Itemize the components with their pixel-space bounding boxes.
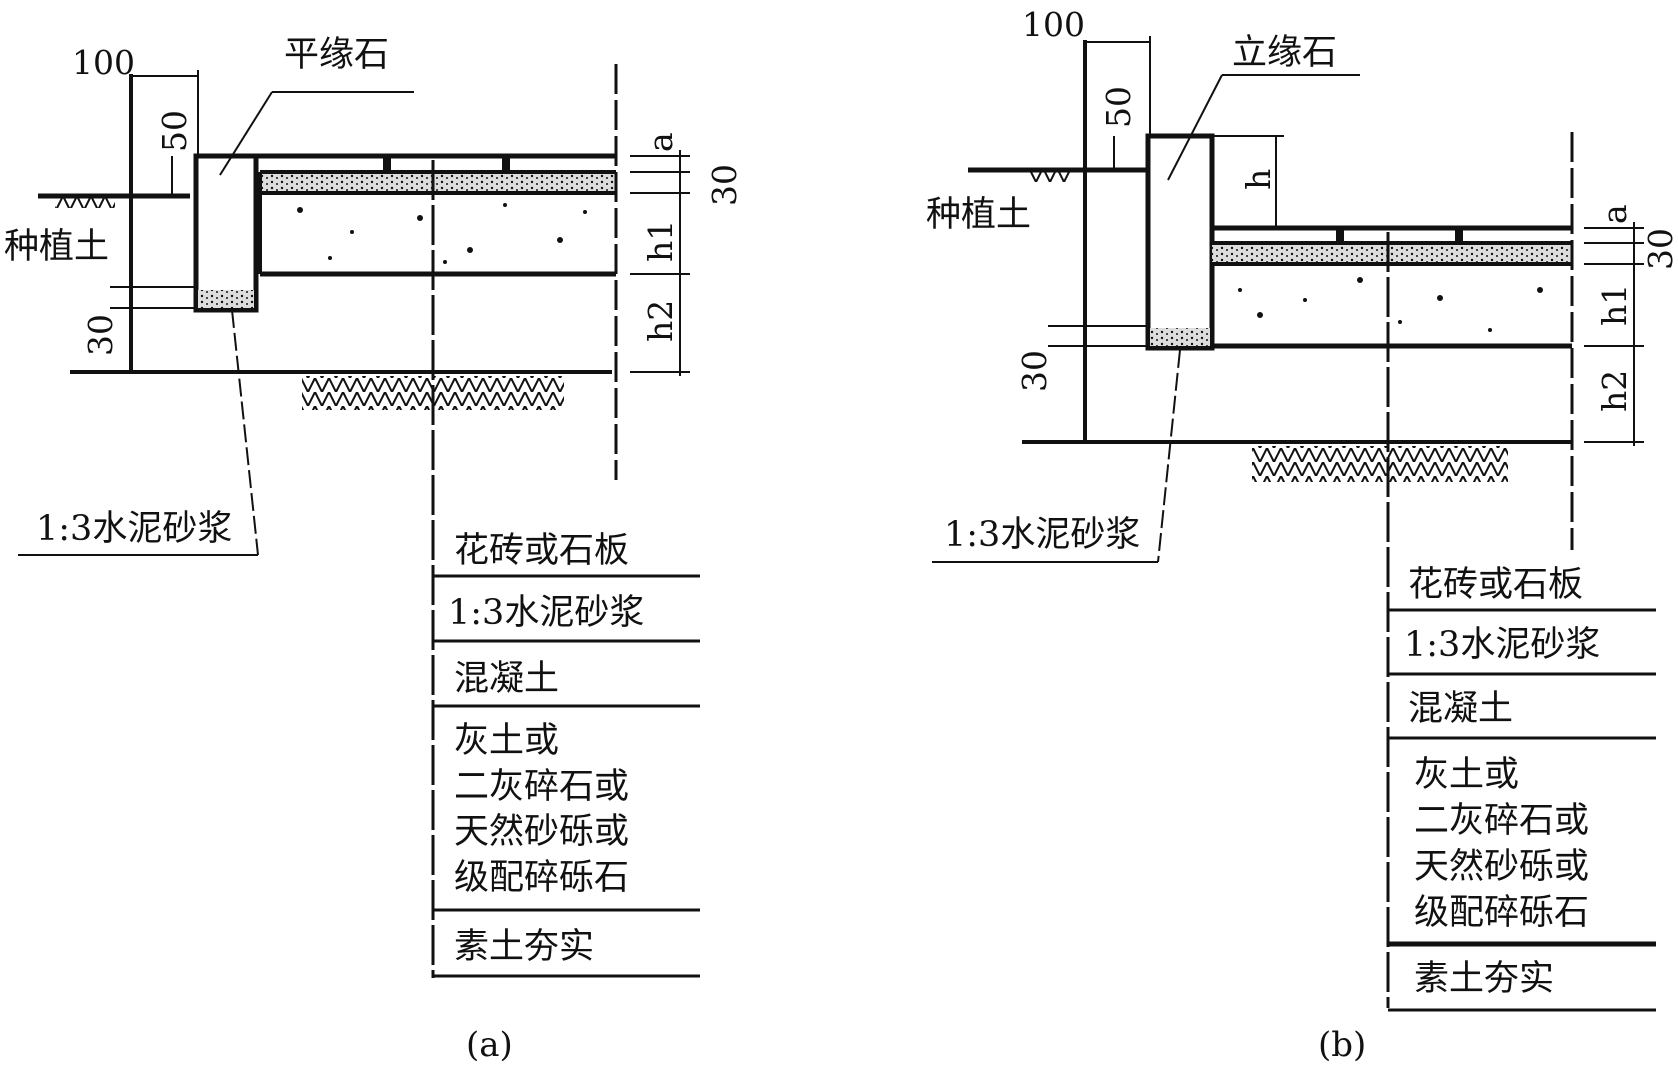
curb-label: 立缘石 (1232, 33, 1337, 73)
dim-h-label: h (1239, 169, 1278, 190)
layer-7: 素土夯实 (454, 927, 594, 967)
layer-4: 二灰碎石或 (454, 767, 629, 807)
curb-label-leader (1167, 74, 1223, 181)
caption-b: (b) (1318, 1025, 1366, 1065)
curb-label: 平缘石 (284, 35, 389, 75)
mortar-label: 1:3水泥砂浆 (36, 509, 232, 549)
dim-30-left-label: 30 (1015, 350, 1054, 392)
layer-1: 1:3水泥砂浆 (1404, 625, 1600, 665)
concrete-aggregate (297, 203, 587, 264)
mortar-layer (1212, 245, 1572, 263)
panel-a: 100 50 30 a 30 h1 h2 平缘石 种植土 1:3水泥砂浆 花砖或… (4, 35, 744, 1065)
layer-3: 灰土或 (454, 721, 559, 761)
soil-hatch-left (55, 198, 115, 208)
paving-joint-2 (502, 156, 510, 174)
dim-30-left-label: 30 (81, 314, 120, 356)
layer-0: 花砖或石板 (454, 531, 629, 571)
curb-mortar-bed (198, 290, 254, 308)
layer-legend-a: 花砖或石板 1:3水泥砂浆 混凝土 灰土或 二灰碎石或 天然砂砾或 级配碎砾石 … (433, 531, 700, 978)
soil-hatch-left (1030, 172, 1070, 182)
mortar-label-leader (231, 309, 259, 556)
layer-2: 混凝土 (1408, 689, 1513, 729)
layer-3: 灰土或 (1414, 755, 1519, 795)
upright-curb-stone (1145, 133, 1215, 351)
layer-6: 级配碎砾石 (1414, 893, 1589, 933)
subgrade-hatch (1252, 446, 1508, 482)
soil-label: 种植土 (4, 227, 109, 267)
dim-h2-label: h2 (1595, 370, 1634, 412)
curb-label-leader (219, 91, 273, 176)
dim-h1-label: h1 (1595, 284, 1634, 326)
mortar-label-leader (1157, 349, 1181, 563)
layer-0: 花砖或石板 (1408, 565, 1583, 605)
paving-joint-1 (1336, 228, 1344, 245)
layer-4: 二灰碎石或 (1414, 801, 1589, 841)
dim-50-label: 50 (1099, 86, 1138, 128)
dim-a-label: a (641, 132, 680, 152)
layer-6: 级配碎砾石 (454, 858, 629, 898)
dim-100-label: 100 (1022, 5, 1085, 44)
caption-a: (a) (466, 1025, 513, 1065)
dim-30-right-label: 30 (1641, 228, 1678, 270)
layer-legend-b: 花砖或石板 1:3水泥砂浆 混凝土 灰土或 二灰碎石或 天然砂砾或 级配碎砾石 … (1388, 565, 1656, 1012)
paving-joint-1 (383, 156, 391, 174)
layer-2: 混凝土 (454, 659, 559, 699)
dim-100-label: 100 (72, 43, 135, 82)
layer-5: 天然砂砾或 (1414, 847, 1589, 887)
dim-50-label: 50 (155, 110, 194, 152)
dim-h1-label: h1 (641, 220, 680, 262)
mortar-layer (260, 174, 616, 192)
mortar-label: 1:3水泥砂浆 (944, 515, 1140, 555)
layer-1: 1:3水泥砂浆 (448, 593, 644, 633)
panel-b: 100 50 h 30 a 30 h1 h2 立缘石 种植土 1:3水泥砂浆 (926, 5, 1678, 1065)
curb-mortar-bed (1150, 328, 1210, 346)
soil-label: 种植土 (926, 195, 1031, 235)
dim-a-label: a (1595, 204, 1634, 224)
layer-5: 天然砂砾或 (454, 812, 629, 852)
dim-h2-label: h2 (641, 300, 680, 342)
flat-curb-stone (193, 153, 259, 313)
layer-7: 素土夯实 (1414, 959, 1554, 999)
dim-30-right-label: 30 (705, 164, 744, 206)
concrete-aggregate (1238, 277, 1543, 332)
paving-joint-2 (1455, 228, 1463, 245)
